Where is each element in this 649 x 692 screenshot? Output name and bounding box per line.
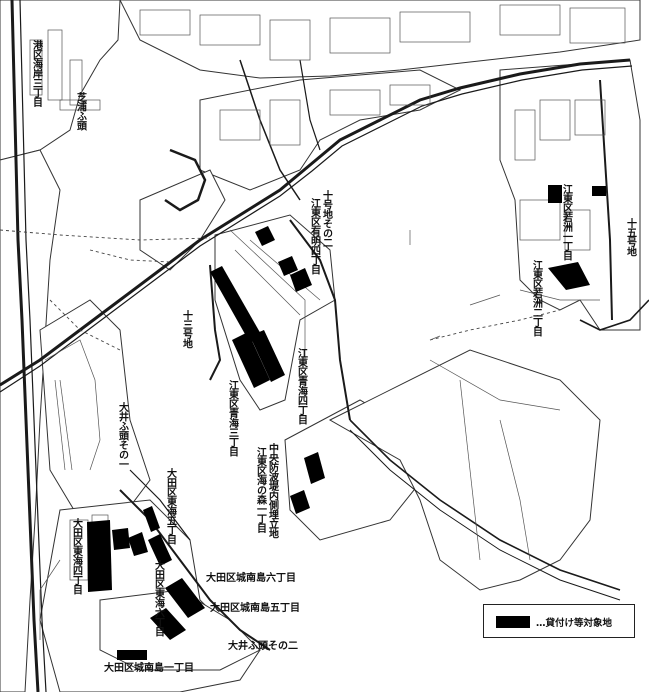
label-oi-futo-sono1: 大井ふ頭その一 — [116, 402, 128, 469]
landmass-north — [119, 0, 641, 79]
legend-label: …貸付け等対象地 — [536, 618, 613, 629]
label-ota-jonanjima5: 大田区城南島五丁目 — [210, 603, 300, 614]
label-koto-wakasu-short: 江東区若洲一丁目 — [560, 184, 572, 260]
target-area-jonanjima1 — [117, 650, 147, 660]
label-ota-tokai6: 大田区東海六丁目 — [152, 560, 164, 636]
landmass-west — [0, 149, 61, 692]
landmass-oi-futo — [39, 299, 151, 521]
target-area-tokai5-1 — [143, 506, 160, 532]
label-jusan-gochi: 十三号地 — [180, 310, 192, 348]
target-area-chuo-2 — [290, 490, 310, 514]
expressway-west — [10, 0, 40, 692]
target-area-tokai5-2 — [128, 532, 148, 556]
expressway-bayshore — [0, 58, 631, 387]
label-koto-aomi3: 江東区青海三丁目 — [226, 380, 238, 456]
label-minato-kaigan: 港区海岸三丁目 — [30, 40, 42, 107]
target-area-wakasu-1 — [548, 185, 562, 203]
label-ota-tokai4: 大田区東海四丁目 — [70, 518, 82, 594]
target-area-jonanjima5 — [150, 608, 186, 640]
legend-swatch — [496, 616, 530, 628]
landmass-ariake — [199, 69, 462, 191]
label-ota-jonanjima1: 大田区城南島一丁目 — [104, 663, 194, 674]
target-area-ariake-2 — [278, 256, 298, 276]
target-area-tokai6 — [148, 534, 172, 566]
target-area-tokai4-2 — [112, 528, 130, 550]
label-koto-uminomori: 江東区海の森一丁目 — [254, 447, 266, 533]
target-area-chuo-1 — [304, 452, 325, 484]
target-area-jonanjima6 — [165, 578, 205, 618]
target-area-wakasu-2 — [592, 186, 606, 196]
target-area-aomi-1 — [232, 332, 270, 388]
label-ota-jonanjima6: 大田区城南島六丁目 — [206, 573, 296, 584]
dashed-route-1 — [0, 229, 211, 241]
target-area-ariake-3 — [290, 268, 312, 292]
landmass-minato — [0, 0, 121, 161]
label-oi-futo-sono2: 大井ふ頭その二 — [228, 641, 298, 652]
label-shibaura-futo: 芝浦ふ頭 — [74, 92, 86, 130]
label-chuo-bohatei: 中央防波堤内側埋立地 — [266, 443, 278, 538]
label-koto-ariake4: 江東区有明四丁目 — [308, 198, 320, 274]
target-area-wakasu-3 — [548, 262, 590, 290]
label-ota-tokai5: 大田区東海五丁目 — [164, 468, 176, 544]
target-area-ariake-1 — [255, 226, 275, 246]
rainbow-bridge-loop — [164, 148, 207, 212]
label-koto-aomi4: 江東区青海四丁目 — [295, 348, 307, 424]
target-area-tokai4-1 — [87, 520, 112, 592]
label-jugochi-sono2: 十号地その二 — [320, 190, 332, 247]
label-jugo-chi: 十五号地 — [624, 218, 636, 256]
label-koto-wakasu2: 江東区若洲二丁目 — [530, 260, 542, 336]
target-area-aomi-2 — [250, 330, 285, 382]
target-area-aomi-strip — [210, 266, 262, 343]
map-legend: …貸付け等対象地 — [483, 604, 635, 638]
